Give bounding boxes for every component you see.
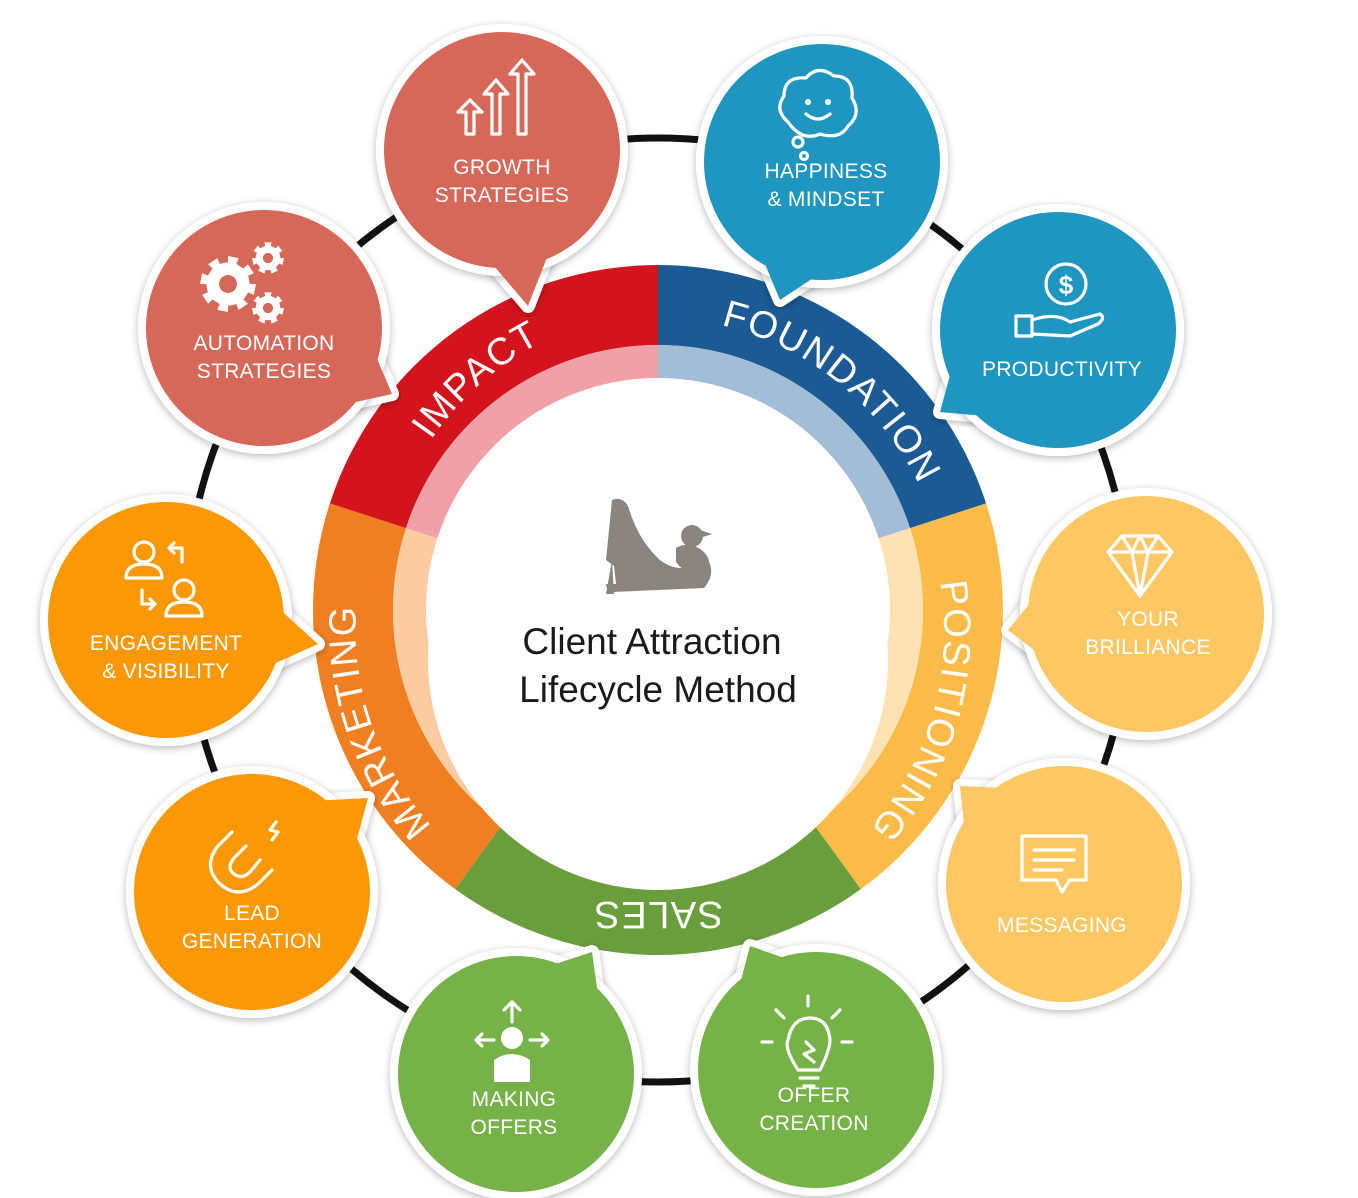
diamond-icon — [1106, 534, 1174, 598]
message-icon — [1020, 834, 1088, 894]
bubble-label-line2: & VISIBILITY — [102, 660, 229, 683]
people-exchange-icon — [124, 540, 204, 618]
bubble-label-line1: MAKING — [472, 1088, 557, 1111]
money-hand-icon: $ — [1014, 262, 1105, 338]
bubble-label-line1: GROWTH — [453, 156, 550, 179]
bubble-lead-generation: LEAD GENERATION — [126, 766, 378, 1018]
bubble-label-line1: HAPPINESS — [765, 160, 888, 183]
magnet-icon — [208, 820, 280, 894]
bubble-label-line2: & MINDSET — [767, 188, 884, 211]
bubble-label-line2: CREATION — [759, 1112, 868, 1135]
bubble-label-line1: OFFER — [778, 1084, 851, 1107]
bubble-automation-strategies: AUTOMATION STRATEGIES — [138, 202, 399, 454]
ring-segment-foundation — [658, 265, 987, 529]
bubble-label-line2: STRATEGIES — [197, 360, 331, 383]
bubble-engagement-visibility: ENGAGEMENT & VISIBILITY — [40, 494, 325, 746]
bubble-label-line1: MESSAGING — [997, 914, 1127, 937]
bubble-label-line1: PRODUCTIVITY — [982, 358, 1142, 381]
bubble-label-line2: GENERATION — [182, 930, 322, 953]
bubble-messaging: MESSAGING — [938, 758, 1190, 1010]
ring-segment-marketing — [313, 503, 503, 890]
bubble-making-offers: MAKING OFFERS — [390, 945, 642, 1198]
bubble-label-line2: BRILLIANCE — [1085, 636, 1211, 659]
bubble-productivity: $ PRODUCTIVITY — [932, 204, 1184, 456]
ring-inner-band-foundation — [658, 345, 911, 539]
ring-inner-band-marketing — [393, 528, 522, 825]
bubble-label-line1: ENGAGEMENT — [90, 632, 242, 655]
bubble-label-line2: STRATEGIES — [435, 184, 569, 207]
bubble-growth-strategies: GROWTH STRATEGIES — [376, 24, 628, 313]
svg-text:$: $ — [1059, 270, 1074, 300]
ring-segment-positioning — [813, 503, 1003, 890]
ring-label-sales: SALES — [593, 893, 723, 935]
gears-icon — [200, 242, 284, 324]
bubble-label-line2: OFFERS — [471, 1116, 558, 1139]
lightbulb-icon — [760, 994, 854, 1088]
person-arrows-icon — [474, 1000, 550, 1082]
ring-inner-band-positioning — [794, 528, 923, 825]
bubble-your-brilliance: YOUR BRILLIANCE — [1001, 488, 1272, 740]
center-disc — [428, 430, 888, 890]
bubble-label-line1: LEAD — [224, 902, 280, 925]
high-heel-bird-icon — [606, 498, 712, 594]
growth-arrows-icon — [456, 58, 536, 136]
center-title-line2: Lifecycle Method — [519, 669, 797, 710]
bubble-label-line1: AUTOMATION — [193, 332, 334, 355]
center-title-line1: Client Attraction — [522, 621, 781, 662]
bubble-happiness-mindset: HAPPINESS & MINDSET — [696, 36, 948, 307]
ring-segment-impact — [329, 265, 658, 529]
bubble-label-line1: YOUR — [1117, 608, 1179, 631]
bubble-offer-creation: OFFER CREATION — [690, 939, 942, 1196]
ring-inner-band-impact — [405, 345, 658, 539]
thinking-cloud-icon — [778, 68, 858, 162]
